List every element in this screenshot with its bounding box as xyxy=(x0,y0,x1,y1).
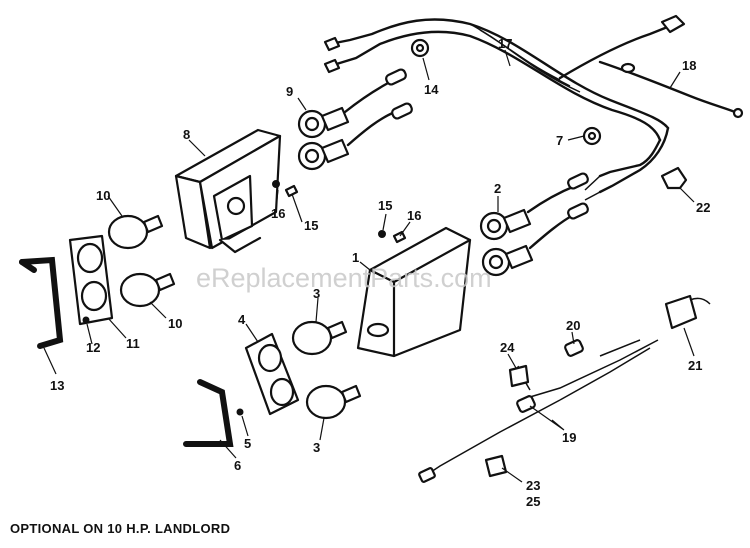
callout-11: 11 xyxy=(126,336,140,351)
callout-16-lower: 16 xyxy=(407,208,421,223)
wire-assembly-19-20 xyxy=(418,339,659,483)
callout-4: 4 xyxy=(238,312,246,327)
clip-24 xyxy=(508,364,530,388)
callout-23: 23 xyxy=(526,478,540,493)
callout-24: 24 xyxy=(500,340,515,355)
callout-3-lower: 3 xyxy=(313,440,320,455)
socket-pair-2 xyxy=(479,172,589,277)
callout-6: 6 xyxy=(234,458,241,473)
switch-21 xyxy=(664,294,711,330)
callout-10-upper: 10 xyxy=(96,188,110,203)
callout-8: 8 xyxy=(183,127,190,142)
wiring-harness xyxy=(323,14,744,201)
screw-5 xyxy=(236,408,244,416)
callout-2: 2 xyxy=(494,181,501,196)
grommet-7 xyxy=(582,126,602,146)
lens-plate-11 xyxy=(68,234,114,326)
lamp-10-lower xyxy=(119,272,176,308)
screw-12 xyxy=(82,316,90,324)
callout-10-lower: 10 xyxy=(168,316,182,331)
callout-21: 21 xyxy=(688,358,702,373)
callout-5: 5 xyxy=(244,436,251,451)
callout-25: 25 xyxy=(526,494,540,509)
clip-22 xyxy=(660,166,688,190)
bracket-8 xyxy=(174,128,282,254)
callout-19: 19 xyxy=(562,430,576,445)
callout-3-upper: 3 xyxy=(313,286,320,301)
optional-caption: OPTIONAL ON 10 H.P. LANDLORD xyxy=(10,521,230,536)
callout-13: 13 xyxy=(50,378,64,393)
callout-12: 12 xyxy=(86,340,100,355)
callout-16-upper: 16 xyxy=(271,206,285,221)
guard-bracket-13 xyxy=(19,256,64,349)
callout-1: 1 xyxy=(352,250,359,265)
leader-lines xyxy=(43,49,695,483)
callout-15-lower: 15 xyxy=(378,198,392,213)
lamp-3-lower xyxy=(305,384,362,420)
callout-22: 22 xyxy=(696,200,710,215)
callout-9: 9 xyxy=(286,84,293,99)
lens-plate-4 xyxy=(244,332,300,416)
clip-23-25 xyxy=(484,454,508,478)
callout-17: 17 xyxy=(498,36,512,51)
guard-bracket-6 xyxy=(183,379,234,447)
callout-labels: 17 18 14 9 8 7 2 22 15 16 15 16 1 10 10 … xyxy=(50,36,710,509)
callout-18: 18 xyxy=(682,58,696,73)
housing-1 xyxy=(356,226,472,358)
socket-pair-9 xyxy=(297,68,413,171)
bolt-nut-15-16-lower xyxy=(378,230,407,244)
lamp-3-upper xyxy=(291,320,348,356)
callout-15-upper: 15 xyxy=(304,218,318,233)
grommet-14 xyxy=(410,38,430,58)
lamp-10-upper xyxy=(107,214,164,250)
watermark-text: eReplacementParts.com xyxy=(196,263,492,293)
callout-14: 14 xyxy=(424,82,439,97)
bolt-nut-15-16-upper xyxy=(272,180,299,198)
callout-7: 7 xyxy=(556,133,563,148)
callout-20: 20 xyxy=(566,318,580,333)
